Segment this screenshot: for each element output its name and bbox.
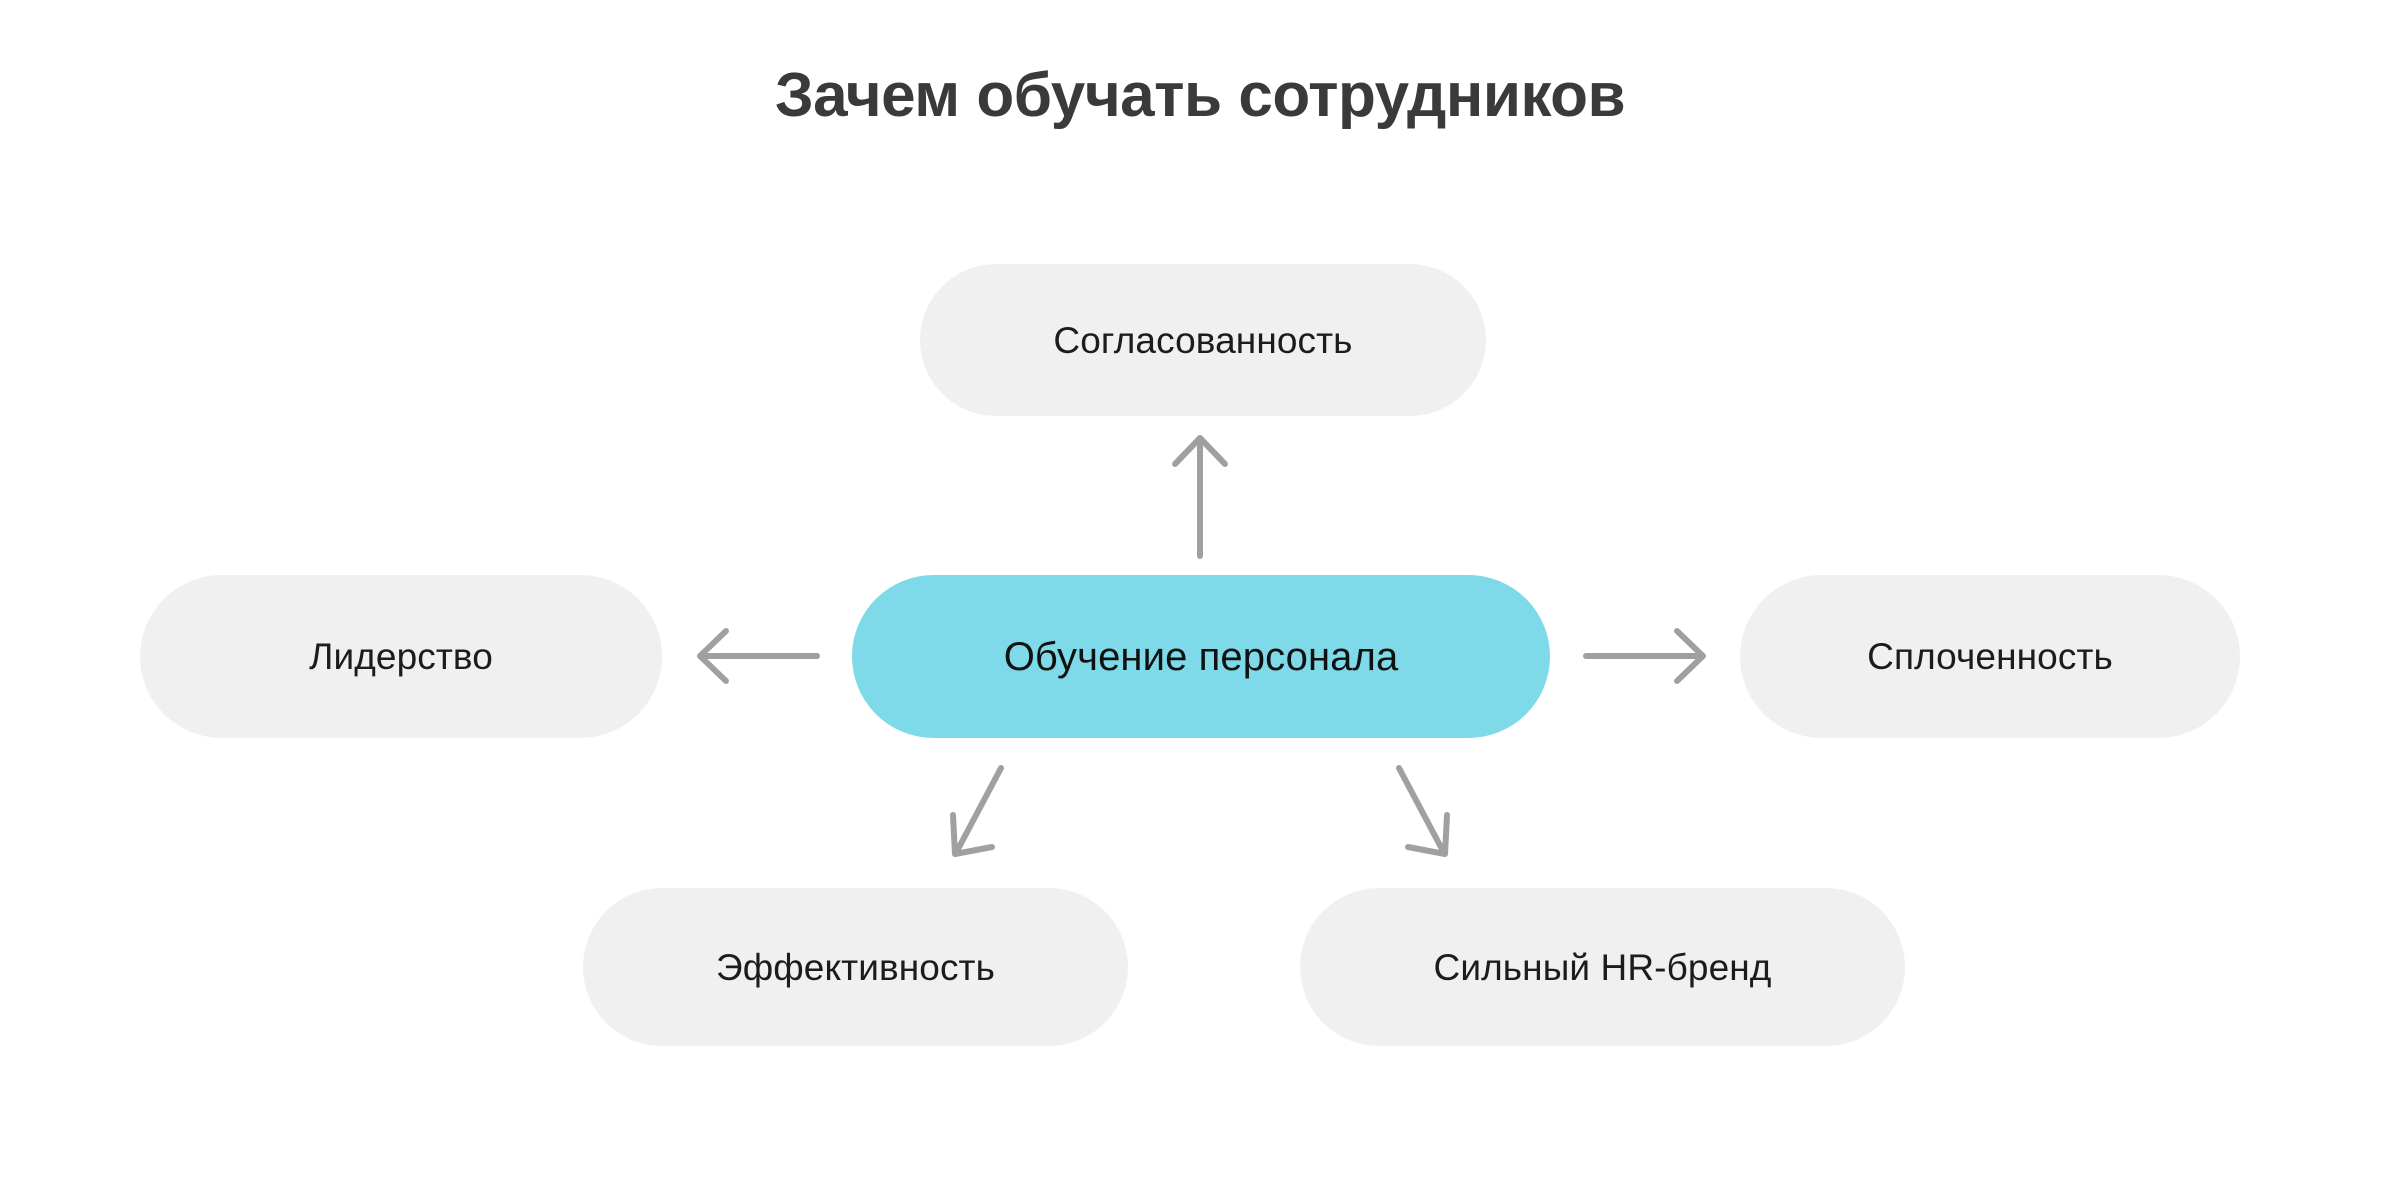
node-effektivnost[interactable]: Эффективность bbox=[583, 888, 1128, 1046]
node-splochennost[interactable]: Сплоченность bbox=[1740, 575, 2240, 738]
node-silnyy-hr-brend[interactable]: Сильный HR-бренд bbox=[1300, 888, 1905, 1046]
page-title: Зачем обучать сотрудников bbox=[774, 61, 1626, 130]
node-obuchenie-personala[interactable]: Обучение персонала bbox=[852, 575, 1550, 738]
connector-center-to-bottom-right-icon bbox=[1396, 765, 1450, 857]
connector-center-to-left-icon bbox=[697, 628, 820, 684]
connector-center-to-right-icon bbox=[1583, 628, 1706, 684]
connector-center-to-bottom-left-icon bbox=[950, 765, 1004, 857]
node-liderstvo[interactable]: Лидерство bbox=[140, 575, 662, 738]
connector-center-to-top-icon bbox=[1172, 435, 1228, 559]
node-soglasovannost[interactable]: Согласованность bbox=[920, 264, 1486, 416]
